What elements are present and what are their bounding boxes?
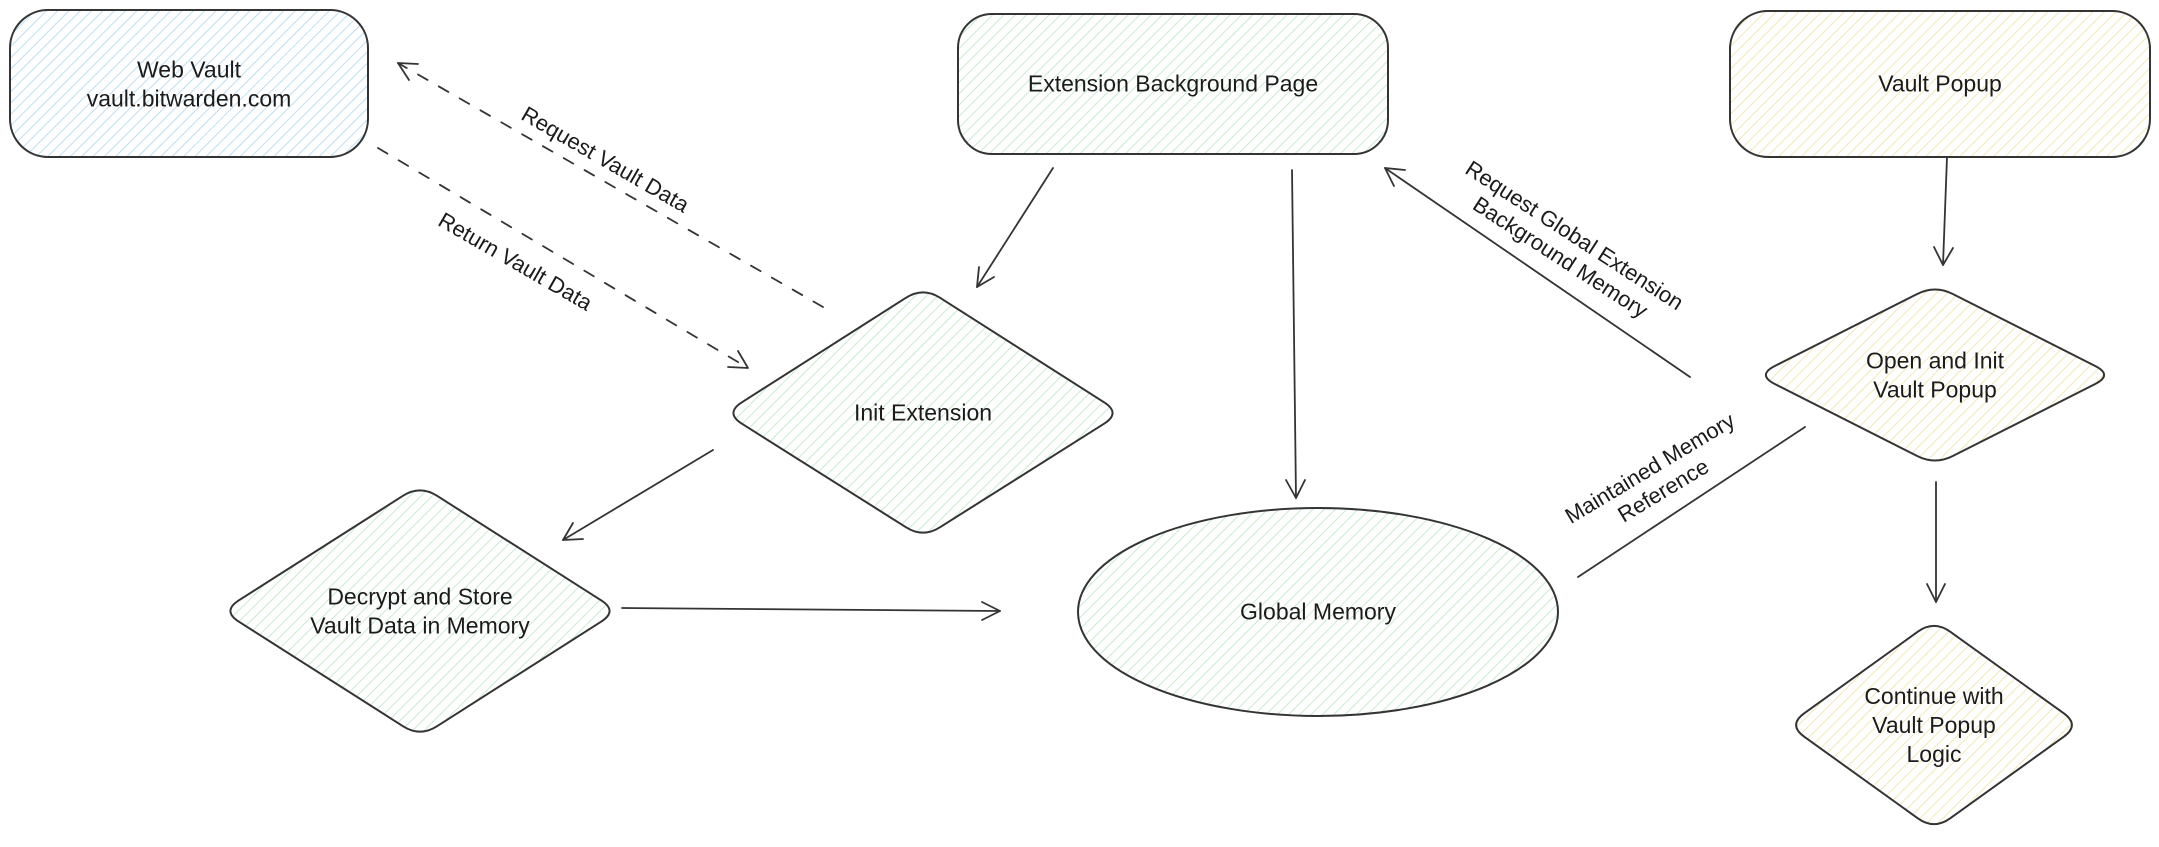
edge-maintained-memory-reference xyxy=(1577,426,1806,578)
edge-decrypt-and-store-to-global-memory xyxy=(621,601,1001,621)
edge-request-vault-data xyxy=(397,62,824,308)
edge-background-page-to-global-memory xyxy=(1285,169,1306,499)
edge-vault-popup-to-open-and-init xyxy=(1933,156,1954,266)
init-extension-node-shape xyxy=(732,291,1114,534)
global-memory-node-shape xyxy=(1077,507,1559,717)
edge-background-page-to-init-extension xyxy=(976,167,1054,288)
web-vault-node-shape xyxy=(9,9,369,158)
edge-init-extension-to-decrypt-and-store xyxy=(562,449,714,541)
open-and-init-vault-popup-node-shape xyxy=(1764,288,2106,462)
edge-return-vault-data xyxy=(377,147,749,369)
edge-open-and-init-to-continue xyxy=(1926,481,1946,603)
vault-popup-node-shape xyxy=(1729,10,2151,158)
edge-request-global-extension-background-memory xyxy=(1384,167,1691,378)
decrypt-and-store-node-shape xyxy=(229,489,611,733)
continue-with-vault-popup-logic-node-shape xyxy=(1795,624,2073,826)
extension-background-page-node-shape xyxy=(957,13,1389,155)
